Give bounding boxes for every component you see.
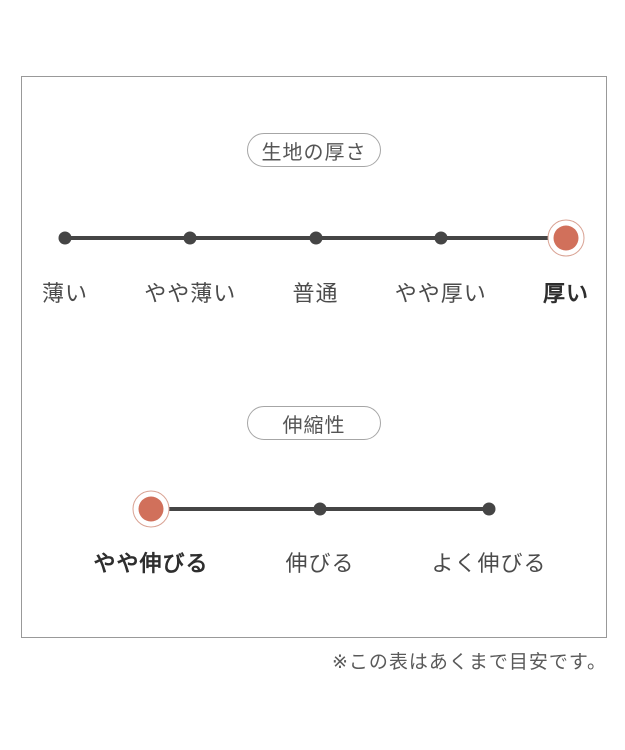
scale-tick-label: よく伸びる bbox=[431, 552, 547, 577]
scale-tick-label: やや伸びる bbox=[93, 552, 209, 577]
scale-section-thickness: 生地の厚さ薄い やや薄い 普通 やや厚い 厚い bbox=[22, 77, 606, 637]
scale-tick-label: やや厚い bbox=[394, 282, 487, 307]
selected-scale-dot-fill bbox=[553, 225, 579, 251]
selected-scale-dot bbox=[132, 490, 170, 528]
scale-dot bbox=[313, 502, 327, 516]
disclaimer-note: ※この表はあくまで目安です。 bbox=[331, 651, 607, 673]
scale-section-stretch: 伸縮性やや伸びる 伸びる よく伸びる bbox=[22, 77, 606, 637]
scale-dot bbox=[58, 231, 72, 245]
scale-title-pill: 生地の厚さ bbox=[247, 133, 381, 167]
scale-tick-label: 厚い bbox=[542, 282, 590, 307]
scale-dot bbox=[482, 502, 496, 516]
scale-tick-label: 普通 bbox=[292, 282, 339, 307]
scale-title-pill: 伸縮性 bbox=[247, 406, 381, 440]
scale-dot bbox=[309, 231, 322, 245]
scale-tick-label: やや薄い bbox=[144, 282, 237, 307]
scale-tick-label: 薄い bbox=[41, 282, 89, 307]
selected-scale-dot bbox=[547, 219, 585, 257]
selected-scale-dot-fill bbox=[138, 496, 164, 522]
spec-frame: 生地の厚さ薄い やや薄い 普通 やや厚い 厚い伸縮性やや伸びる 伸びる よく伸びる bbox=[21, 76, 607, 638]
scale-title: 伸縮性 bbox=[282, 412, 346, 437]
scale-dot bbox=[434, 231, 448, 245]
scale-tick-label: 伸びる bbox=[285, 552, 355, 577]
scale-title: 生地の厚さ bbox=[261, 139, 367, 164]
scale-dot bbox=[183, 231, 197, 245]
